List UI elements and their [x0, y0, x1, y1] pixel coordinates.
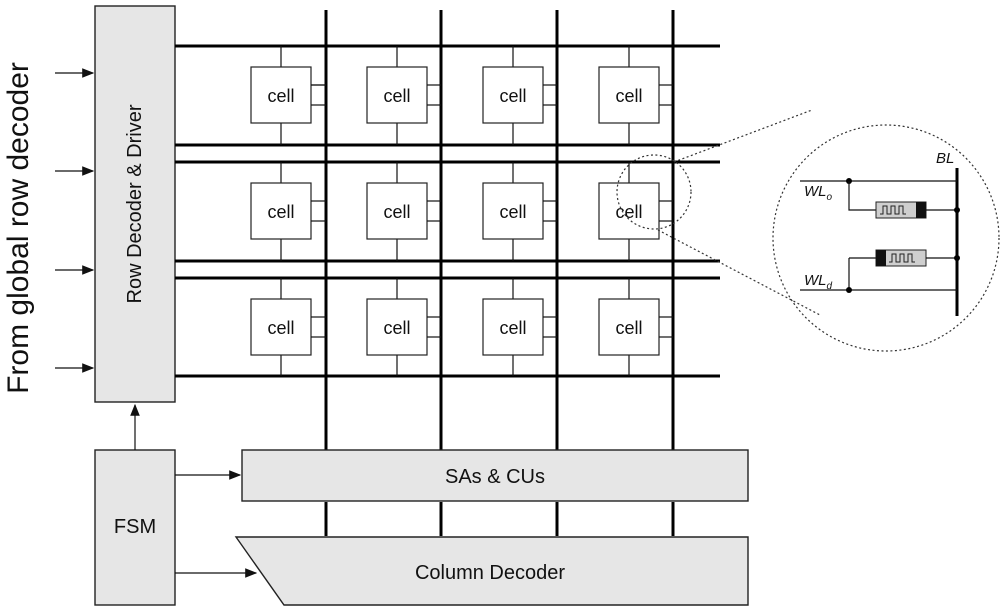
fsm-label: FSM [114, 516, 156, 538]
cell: cell [599, 278, 673, 376]
cell: cell [251, 162, 326, 261]
from-global-row-decoder-label: From global row decoder [2, 62, 35, 394]
column-decoder-label: Column Decoder [415, 562, 565, 584]
zoom-detail: BL WLo WLd [773, 125, 999, 351]
cell: cell [251, 278, 326, 376]
cell: cell [483, 162, 557, 261]
cell: cell [367, 46, 441, 145]
zoom-line-top [674, 110, 812, 162]
svg-text:cell: cell [267, 202, 294, 222]
svg-text:cell: cell [267, 318, 294, 338]
cell: cell [599, 46, 673, 145]
wl-o-label: WLo [804, 183, 833, 203]
svg-text:cell: cell [615, 86, 642, 106]
svg-text:cell: cell [267, 86, 294, 106]
cell: cell [367, 278, 441, 376]
svg-text:cell: cell [383, 202, 410, 222]
cell: cell [367, 162, 441, 261]
cell: cell [599, 162, 673, 261]
cell: cell [251, 46, 326, 145]
zoom-line-bottom [658, 230, 820, 315]
input-arrows [55, 73, 93, 368]
cell: cell [483, 278, 557, 376]
cell-grid: cell cell cell cell [251, 46, 673, 376]
svg-text:cell: cell [383, 318, 410, 338]
bl-label: BL [936, 150, 954, 167]
wl-d-label: WLd [804, 272, 833, 292]
row-decoder-label: Row Decoder & Driver [124, 104, 146, 303]
cell: cell [483, 46, 557, 145]
svg-text:cell: cell [615, 318, 642, 338]
svg-text:cell: cell [499, 202, 526, 222]
svg-text:cell: cell [499, 318, 526, 338]
svg-text:cell: cell [499, 86, 526, 106]
svg-text:cell: cell [383, 86, 410, 106]
sas-cus-label: SAs & CUs [445, 466, 545, 488]
